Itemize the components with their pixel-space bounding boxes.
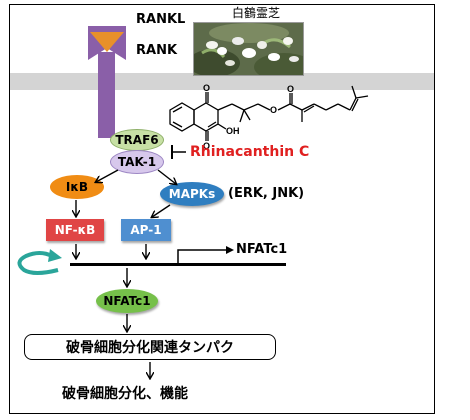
rankl-label: RANKL: [136, 12, 186, 27]
svg-text:O: O: [287, 84, 294, 94]
diagram-frame: [9, 4, 435, 414]
ap1-node: AP-1: [121, 219, 171, 241]
rank-label: RANK: [136, 43, 178, 58]
arrow-mapks-ap1: [152, 204, 171, 217]
rhinacanthin-label: Rhinacanthin C: [190, 144, 310, 160]
svg-text:O: O: [203, 83, 210, 93]
final-outcome-label: 破骨細胞分化、機能: [62, 386, 188, 402]
cell-membrane: [10, 73, 434, 90]
plant-photo: [193, 22, 304, 76]
mapks-node: MAPKs: [160, 182, 224, 206]
gene-dna-line: [70, 263, 286, 266]
photo-caption: 白鶴霊芝: [232, 6, 281, 20]
svg-text:OH: OH: [226, 126, 240, 136]
traf6-node: TRAF6: [110, 129, 164, 151]
nfatc1-gene-label: NFATc1: [236, 242, 288, 257]
arrow-tak1-mapks: [157, 169, 176, 184]
nfatc1-protein-node: NFATc1: [96, 289, 158, 313]
osteoclast-proteins-box: 破骨細胞分化関連タンパク: [24, 334, 276, 360]
svg-text:O: O: [270, 105, 277, 115]
rank-receptor-stem: [98, 52, 115, 138]
transcription-start-arrow: [177, 249, 226, 263]
rankl-ligand-icon: [90, 32, 124, 52]
mapks-detail: (ERK, JNK): [228, 186, 305, 201]
arrow-tak1-ikb: [96, 169, 119, 182]
nfkb-node: NF-κB: [46, 219, 104, 241]
svg-text:O: O: [203, 141, 210, 151]
tak1-node: TAK-1: [110, 150, 164, 174]
